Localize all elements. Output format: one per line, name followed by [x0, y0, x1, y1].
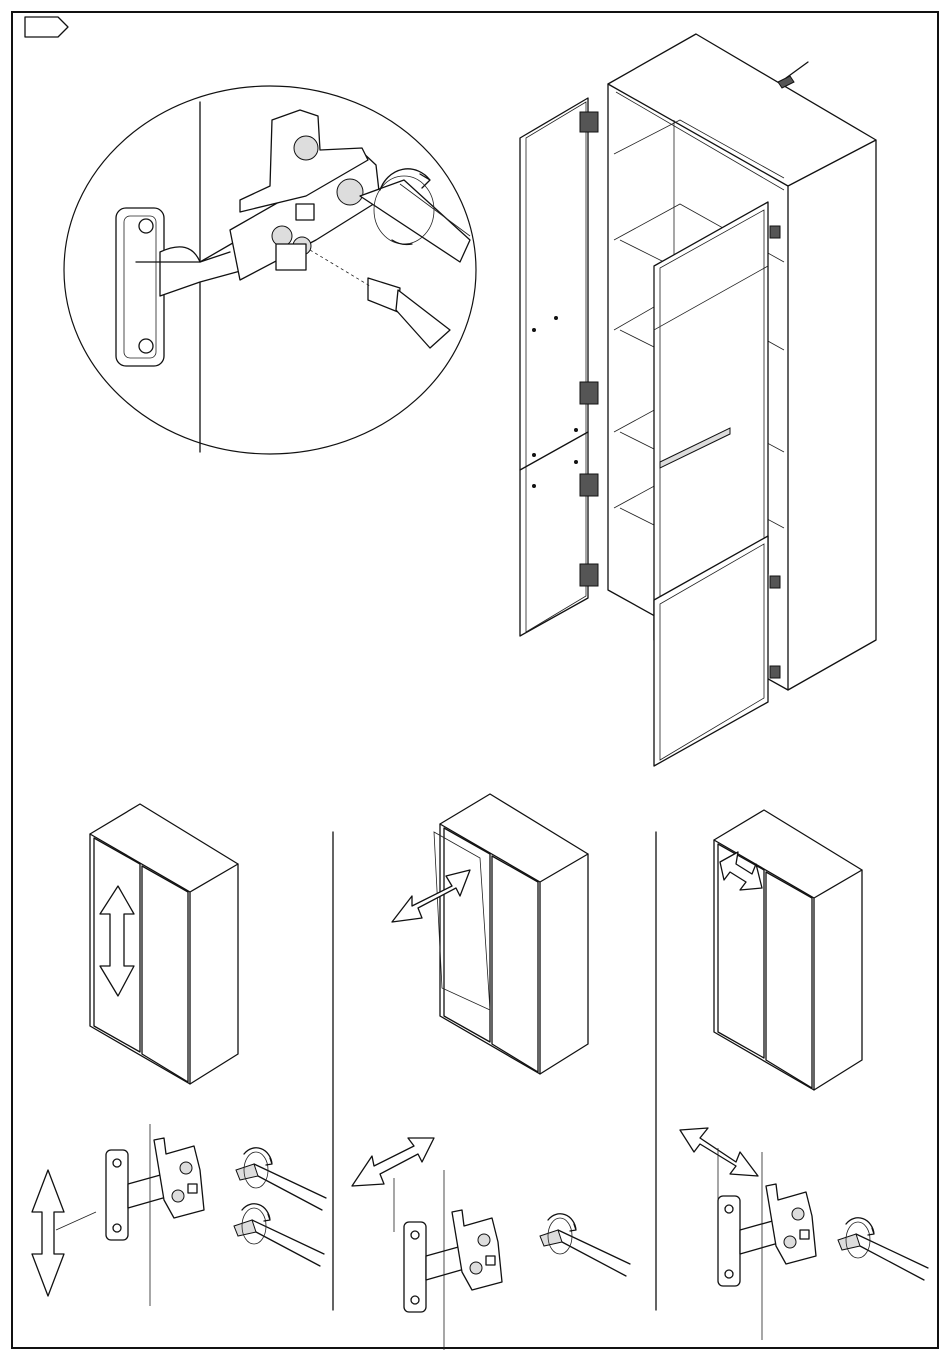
hinge-icon [404, 1210, 502, 1312]
door-icon [520, 98, 588, 636]
adjust-vertical [32, 804, 326, 1306]
hinge-detail-zoom [64, 86, 476, 454]
screwdriver-icon [236, 1148, 326, 1210]
double-arrow-lateral-icon [680, 1128, 758, 1204]
hinge-icon [718, 1184, 816, 1286]
adjust-depth [352, 794, 630, 1350]
screwdriver-icon [234, 1204, 324, 1266]
cabinet-icon [440, 794, 588, 1074]
double-arrow-vertical-icon [32, 1170, 96, 1296]
cabinet-assembly [520, 34, 876, 766]
arrow-pentagon-icon [25, 17, 68, 37]
double-arrow-diagonal-icon [352, 1138, 434, 1232]
screwdriver-icon [838, 1218, 928, 1280]
hinge-icon [106, 1138, 204, 1240]
cabinet-icon [714, 810, 862, 1090]
screwdriver-icon [540, 1214, 630, 1276]
adjust-lateral [680, 810, 928, 1340]
